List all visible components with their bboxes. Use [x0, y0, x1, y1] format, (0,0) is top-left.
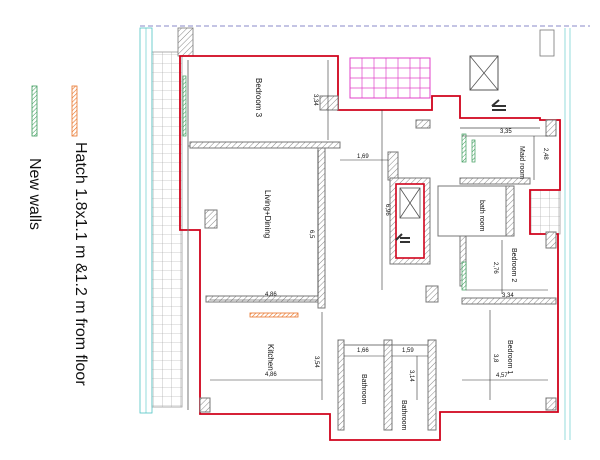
dim-1-69: 1,69	[357, 154, 369, 160]
legend: New walls Hatch 1.8x1.1 m &1.2 m from fl…	[26, 85, 89, 386]
room-bathroom-right: Bathroom	[400, 400, 407, 431]
dim-4-86-b: 4,86	[265, 372, 277, 378]
dim-4-86-a: 4,86	[265, 292, 277, 298]
top-wall-block	[177, 27, 194, 57]
new-walls-swatch	[31, 85, 38, 137]
room-bedroom2: Bedroom 2	[510, 248, 517, 282]
dimension-lines	[210, 60, 548, 400]
lift-shaft-top	[469, 55, 499, 91]
dim-6-96: 6,96	[384, 204, 390, 216]
balcony-right	[529, 28, 571, 440]
room-living: Living+Dining	[263, 190, 272, 238]
stair	[349, 57, 431, 99]
room-bedroom3: Bedroom 3	[254, 78, 263, 118]
top-right-column	[539, 29, 555, 57]
hatch-label: Hatch 1.8x1.1 m &1.2 m from floor	[72, 142, 89, 386]
dim-3-35: 3,35	[500, 129, 512, 135]
dim-6-5: 6,5	[308, 230, 314, 239]
lift-shaft-center	[389, 177, 431, 265]
new-walls-label: New walls	[26, 158, 43, 230]
dim-3-34-bed2: 3,34	[502, 293, 514, 299]
new-walls	[182, 75, 476, 291]
hatch-swatch	[71, 85, 78, 137]
dim-3-54: 3,54	[313, 356, 319, 368]
arrow-marker-top	[491, 99, 506, 111]
dim-2-76: 2,76	[492, 262, 498, 274]
dimension-labels: 3,34 3,35 2,48 1,69 6,96 6,5 4,86 4,86 3…	[265, 94, 548, 382]
balcony-left	[139, 27, 183, 414]
room-bath: bath room	[478, 200, 485, 232]
room-bathroom-left: Bathroom	[360, 374, 367, 405]
dim-4-57: 4,57	[496, 373, 508, 379]
room-kitchen: Kitchen	[266, 344, 275, 371]
apartment-outline	[179, 55, 561, 441]
room-bedroom1: Bedroom 1	[506, 340, 513, 374]
dim-3-34-top: 3,34	[312, 94, 318, 106]
hatch-marker	[249, 312, 299, 318]
dim-3-14: 3,14	[408, 370, 414, 382]
room-labels: Bedroom 3 Living+Dining Kitchen Bathroom…	[254, 78, 525, 431]
dim-2-48: 2,48	[542, 148, 548, 160]
dim-1-59: 1,59	[402, 348, 414, 354]
dim-1-66: 1,66	[357, 348, 369, 354]
interior-walls	[187, 60, 557, 431]
dim-3-8: 3,8	[492, 354, 498, 363]
room-maid: Maid room	[518, 146, 525, 179]
